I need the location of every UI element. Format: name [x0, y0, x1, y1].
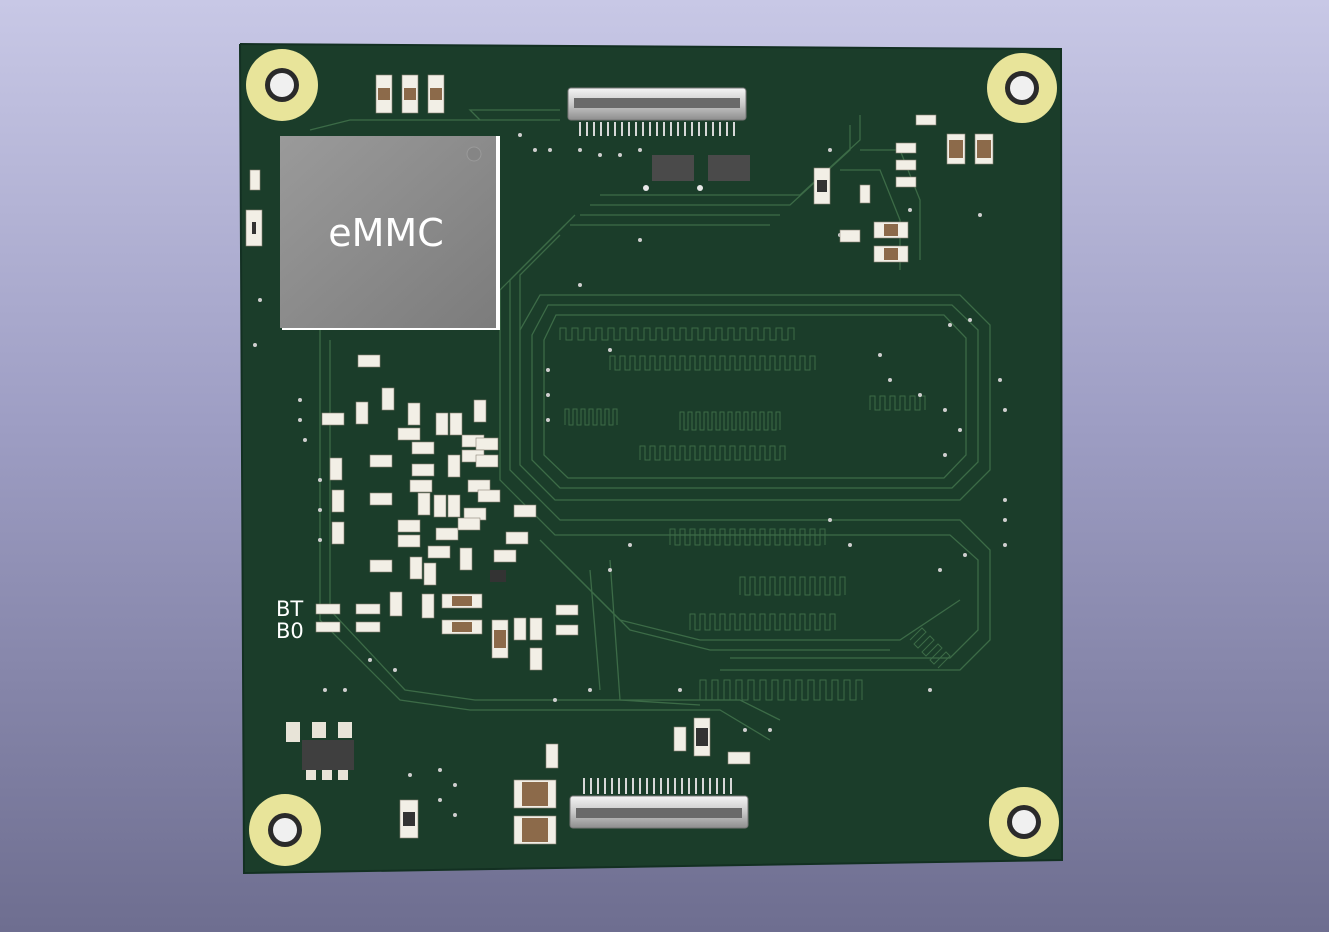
- mounting-hole-icon: [987, 53, 1057, 123]
- trace-layer: [309, 109, 991, 741]
- smd-component-icon: [286, 722, 354, 780]
- pcb-board-edge: [239, 43, 1064, 875]
- emmc-chip: eMMC: [280, 136, 500, 330]
- mounting-hole-icon: [246, 49, 318, 121]
- mounting-hole-icon: [989, 787, 1059, 857]
- mounting-hole-icon: [249, 794, 321, 866]
- fpc-connector-bottom: [569, 778, 749, 829]
- silkscreen-label-bt: BT: [276, 597, 303, 621]
- emmc-chip-label: eMMC: [328, 211, 443, 255]
- fpc-connector-top: [567, 87, 747, 136]
- passive-body-marks: [378, 88, 991, 842]
- meander-traces: [559, 327, 951, 701]
- smd-component-icon: [643, 155, 750, 191]
- dark-component-bodies: [252, 180, 827, 826]
- via-layer: [253, 133, 1007, 817]
- silkscreen-label-b0: B0: [276, 619, 304, 643]
